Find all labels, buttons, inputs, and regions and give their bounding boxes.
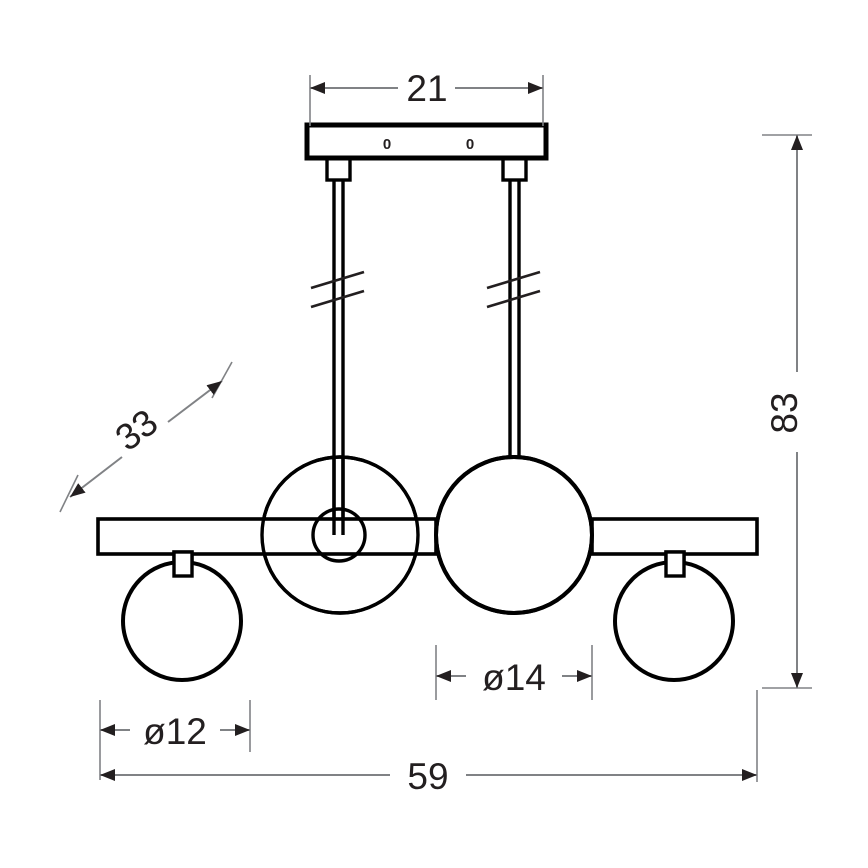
left-globe-socket-ring [311,507,367,563]
dimension-label-small-globe-diameter: ø12 [143,711,207,752]
rod-break-mark-left [310,270,365,309]
dimension-label-large-globe-diameter: ø14 [482,657,546,698]
dimension-label-total-height: 83 [764,392,805,433]
canopy-hole-mark-2: 0 [466,136,474,153]
dimension-canopy-width: 21 [309,68,544,126]
horizontal-arm-bar [96,517,759,556]
dimension-depth: 33 [59,361,233,513]
dimension-label-total-width: 59 [407,756,448,797]
left-large-globe-outline [260,455,420,615]
dimension-large-globe-diameter: ø14 [435,645,593,700]
rod-break-mark-right [486,270,541,309]
right-small-globe-stem-cap [664,550,686,578]
dimension-total-height: 83 [762,134,812,689]
canopy-hole-mark-1: 0 [383,136,391,153]
right-small-globe [613,560,735,682]
right-suspension-rod [501,156,528,470]
right-large-globe-outline [434,455,594,615]
dimension-small-globe-diameter: ø12 [99,700,251,780]
dimension-label-depth: 33 [108,401,166,459]
ceiling-canopy: 0 0 [304,122,549,161]
fixture-geometry: 0 0 [96,122,759,682]
left-small-globe-stem-cap [172,550,194,578]
dimension-label-canopy-width: 21 [406,68,447,109]
left-small-globe [121,560,243,682]
dimension-total-width: 59 [100,690,758,797]
